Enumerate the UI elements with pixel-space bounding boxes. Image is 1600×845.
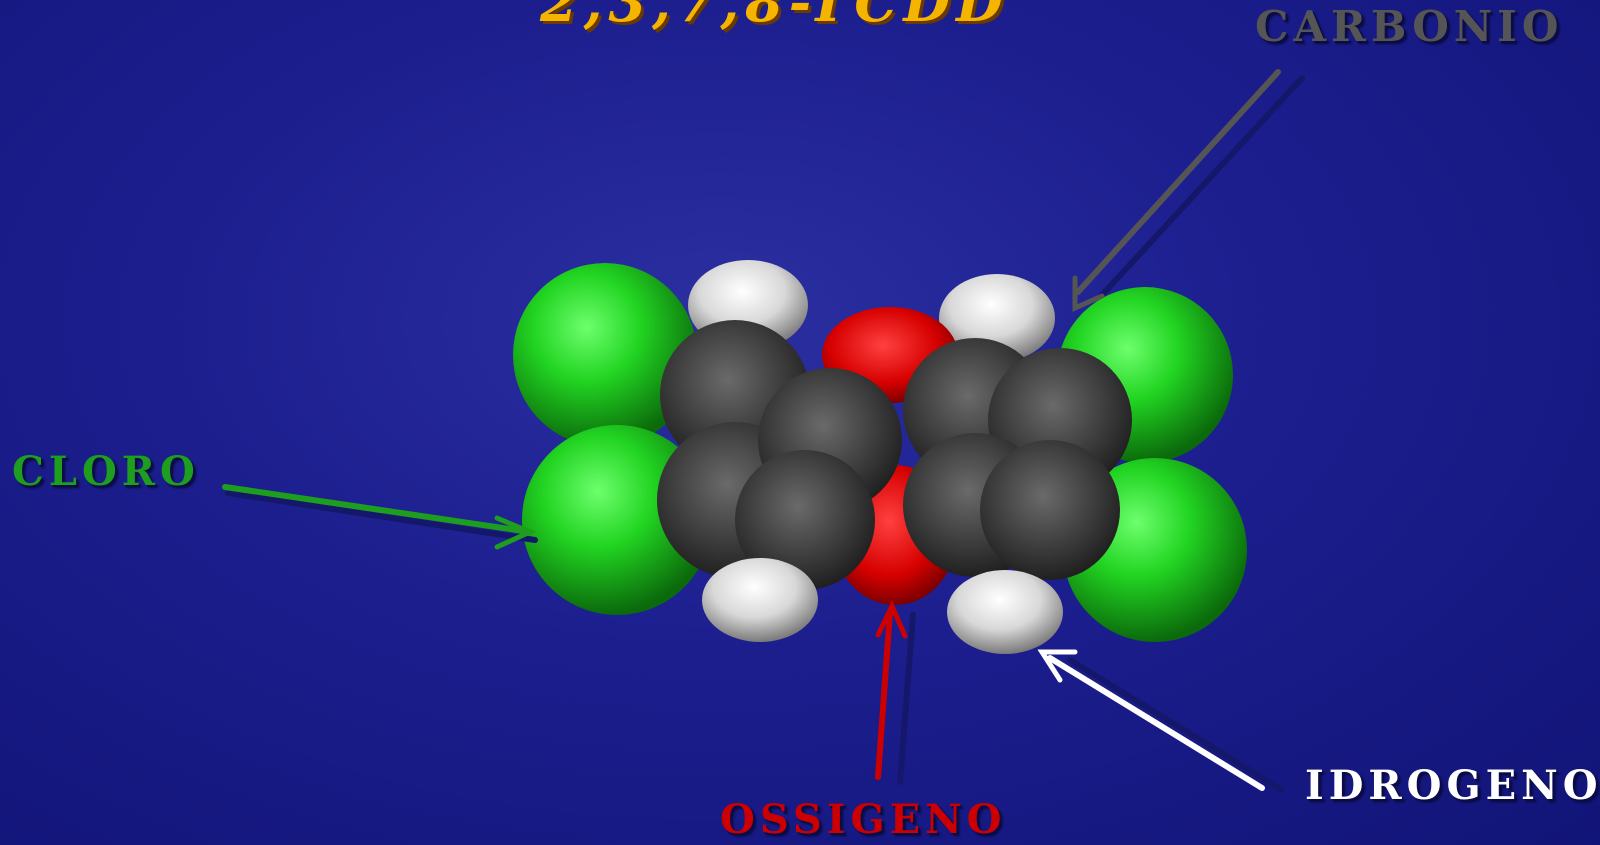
carbon-atom [980, 440, 1120, 580]
hydrogen-arrow [1037, 649, 1285, 793]
carbon-arrow [1072, 69, 1305, 312]
oxygen-arrow [875, 599, 916, 785]
chlorine-atom [513, 263, 697, 447]
slide-title: 2,3,7,8-TCDD [540, 0, 1009, 34]
molecule-model-icon [513, 260, 1247, 654]
hydrogen-atom [702, 558, 818, 642]
chlorine-arrow [222, 484, 538, 550]
carbon-label: CARBONIO [1255, 2, 1564, 51]
carbon-atom [735, 450, 875, 590]
hydrogen-label: IDROGENO [1305, 762, 1600, 809]
hydrogen-atom [947, 570, 1063, 654]
chlorine-label: CLORO [12, 448, 200, 495]
oxygen-label: OSSIGENO [720, 796, 1007, 843]
